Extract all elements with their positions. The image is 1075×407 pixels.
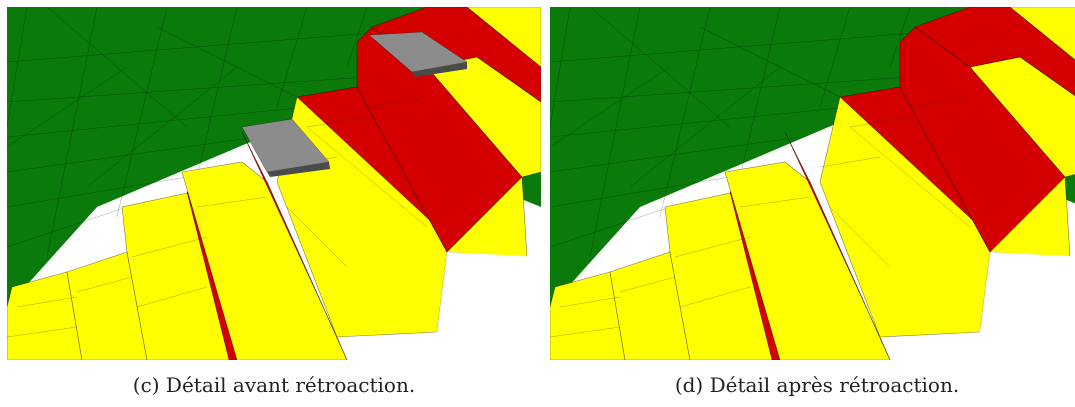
terrain-surface — [7, 7, 541, 307]
terrain-surface — [550, 7, 1075, 307]
step-mesh — [550, 96, 971, 338]
staircase — [7, 7, 541, 360]
step-tread — [1009, 7, 1075, 61]
gray-patch-lower-edge — [267, 162, 330, 177]
step-riser — [784, 131, 891, 360]
step-tread — [66, 251, 148, 360]
staircase-mesh-render-c — [7, 7, 541, 360]
caption-panel-d: (d) Détail après rétroaction. — [674, 373, 960, 397]
empty-background — [347, 252, 541, 360]
panel-d-render — [550, 7, 1075, 360]
staircase — [550, 7, 1075, 360]
step-tread — [466, 7, 541, 68]
caption-panel-c: (c) Détail avant rétroaction. — [132, 373, 416, 397]
staircase-mesh-render-d — [550, 7, 1075, 360]
gray-patch-upper-edge — [412, 62, 467, 77]
step-riser — [241, 131, 348, 360]
panel-c-render — [7, 7, 541, 360]
gray-patches — [241, 31, 468, 177]
step-tread — [609, 251, 691, 360]
empty-background — [890, 252, 1075, 360]
